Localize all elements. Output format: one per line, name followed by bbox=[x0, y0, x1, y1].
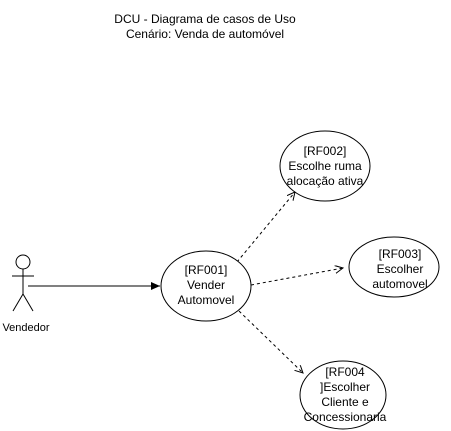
relation-arrow-rf002 bbox=[236, 192, 295, 263]
use-case-rf003[interactable]: [RF003] Escolher automovel bbox=[348, 236, 440, 298]
use-case-rf004-ellipse bbox=[299, 360, 387, 430]
actor-head bbox=[15, 254, 31, 270]
relation-arrow-rf004 bbox=[238, 310, 303, 373]
use-case-rf003-line1: [RF003] bbox=[379, 247, 422, 261]
diagram-title-line2: Cenário: Venda de automóvel bbox=[126, 27, 284, 41]
actor-right-leg bbox=[22, 293, 34, 312]
use-case-rf004-line1: [RF004 bbox=[325, 365, 365, 379]
use-case-rf001-line1: [RF001] bbox=[185, 263, 228, 277]
use-case-rf002[interactable]: [RF002] Escolhe ruma alocação ativa bbox=[279, 130, 371, 202]
use-case-rf001-line2: Vender bbox=[187, 278, 225, 292]
relation-arrow-rf003 bbox=[250, 268, 343, 286]
use-case-rf002-line3: alocação ativa bbox=[287, 174, 364, 188]
actor-left-leg bbox=[12, 293, 24, 312]
use-case-rf003-ellipse bbox=[348, 236, 440, 298]
use-case-rf002-line2: Escolhe ruma bbox=[288, 159, 362, 173]
use-case-rf002-ellipse bbox=[279, 130, 371, 202]
use-case-rf004[interactable]: [RF004 ]Escolher Cliente e Concessionari… bbox=[299, 360, 387, 430]
actor-label: Vendedor bbox=[2, 322, 49, 334]
use-case-rf004-line3: Cliente e bbox=[321, 395, 369, 409]
use-case-rf003-line3: automovel bbox=[372, 277, 427, 291]
use-case-rf004-line2: ]Escolher bbox=[320, 380, 370, 394]
use-case-rf004-line4: Concessionaria bbox=[304, 410, 387, 424]
use-case-rf003-line2: Escolher bbox=[377, 262, 424, 276]
actor-vendedor[interactable]: Vendedor bbox=[2, 254, 50, 334]
use-case-rf002-line1: [RF002] bbox=[304, 144, 347, 158]
use-case-rf001-line3: Automovel bbox=[178, 293, 235, 307]
use-case-rf001-ellipse bbox=[160, 250, 252, 322]
use-case-rf001[interactable]: [RF001] Vender Automovel bbox=[160, 250, 252, 322]
diagram-title: DCU - Diagrama de casos de Uso Cenário: … bbox=[114, 12, 296, 41]
diagram-title-line1: DCU - Diagrama de casos de Uso bbox=[114, 12, 296, 26]
